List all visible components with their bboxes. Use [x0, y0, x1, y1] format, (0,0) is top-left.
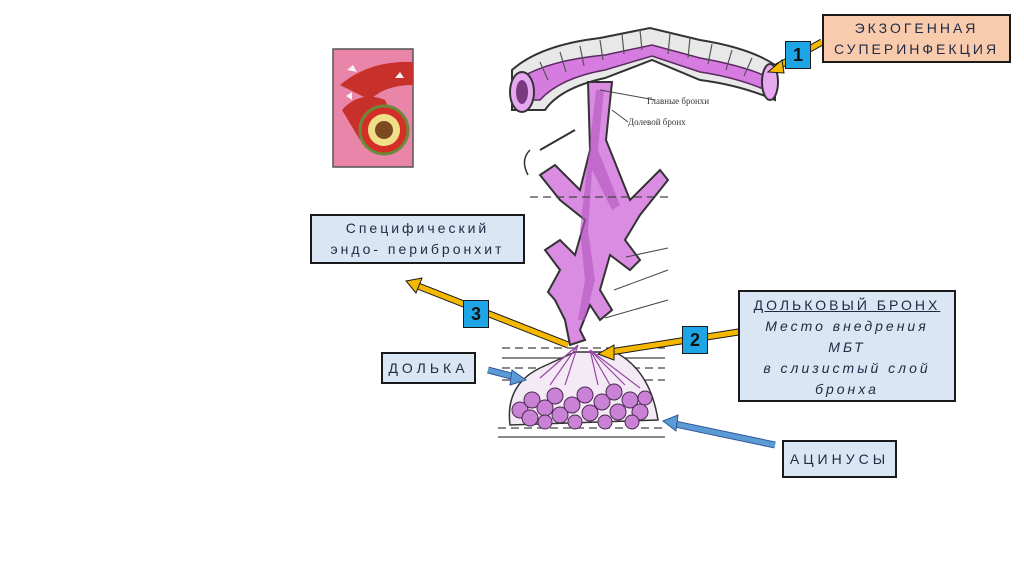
- lobular-bronchus-line4: бронха: [815, 381, 879, 397]
- lobule-drawing: [508, 344, 659, 430]
- acini-box: АЦИНУСЫ: [782, 440, 897, 478]
- badge-1: 1: [785, 41, 811, 69]
- lobule-label: ДОЛЬКА: [388, 360, 469, 376]
- lobular-bronchus-box: ДОЛЬКОВЫЙ БРОНХ Место внедрения МБТ в сл…: [738, 290, 956, 402]
- lobular-bronchus-line1: Место внедрения: [765, 318, 929, 334]
- badge-3: 3: [463, 300, 489, 328]
- endobronchitis-line2: эндо- перибронхит: [330, 241, 505, 257]
- endobronchitis-line1: Специфический: [345, 220, 490, 236]
- bronchus-lesion-inset-image: [332, 48, 414, 168]
- lobular-bronchus-title: ДОЛЬКОВЫЙ БРОНХ: [753, 297, 941, 313]
- exogenous-superinfection-box: ЭКЗОГЕННАЯ СУПЕРИНФЕКЦИЯ: [822, 14, 1011, 63]
- lobular-bronchus-line3: в слизистый слой: [763, 360, 931, 376]
- arrow-lobular-bronchus: [596, 327, 746, 361]
- lobular-bronchus-line2: МБТ: [828, 339, 866, 355]
- badge-2: 2: [682, 326, 708, 354]
- main-bronchi-drawing: [509, 26, 779, 113]
- acini-label: АЦИНУСЫ: [789, 451, 890, 467]
- lobule-box: ДОЛЬКА: [381, 352, 476, 384]
- arrow-endobronchitis: [405, 277, 570, 349]
- lobar-bronchus-drawing: [523, 81, 670, 347]
- exogenous-line1: ЭКЗОГЕННАЯ: [854, 20, 979, 36]
- endobronchitis-box: Специфический эндо- перибронхит: [310, 214, 525, 264]
- arrow-acini: [661, 414, 776, 449]
- arrow-lobule: [487, 366, 528, 386]
- lobar-bronchus-label: Долевой бронх: [628, 117, 686, 127]
- main-bronchi-label: Главные бронхи: [647, 96, 709, 106]
- exogenous-line2: СУПЕРИНФЕКЦИЯ: [833, 41, 1000, 57]
